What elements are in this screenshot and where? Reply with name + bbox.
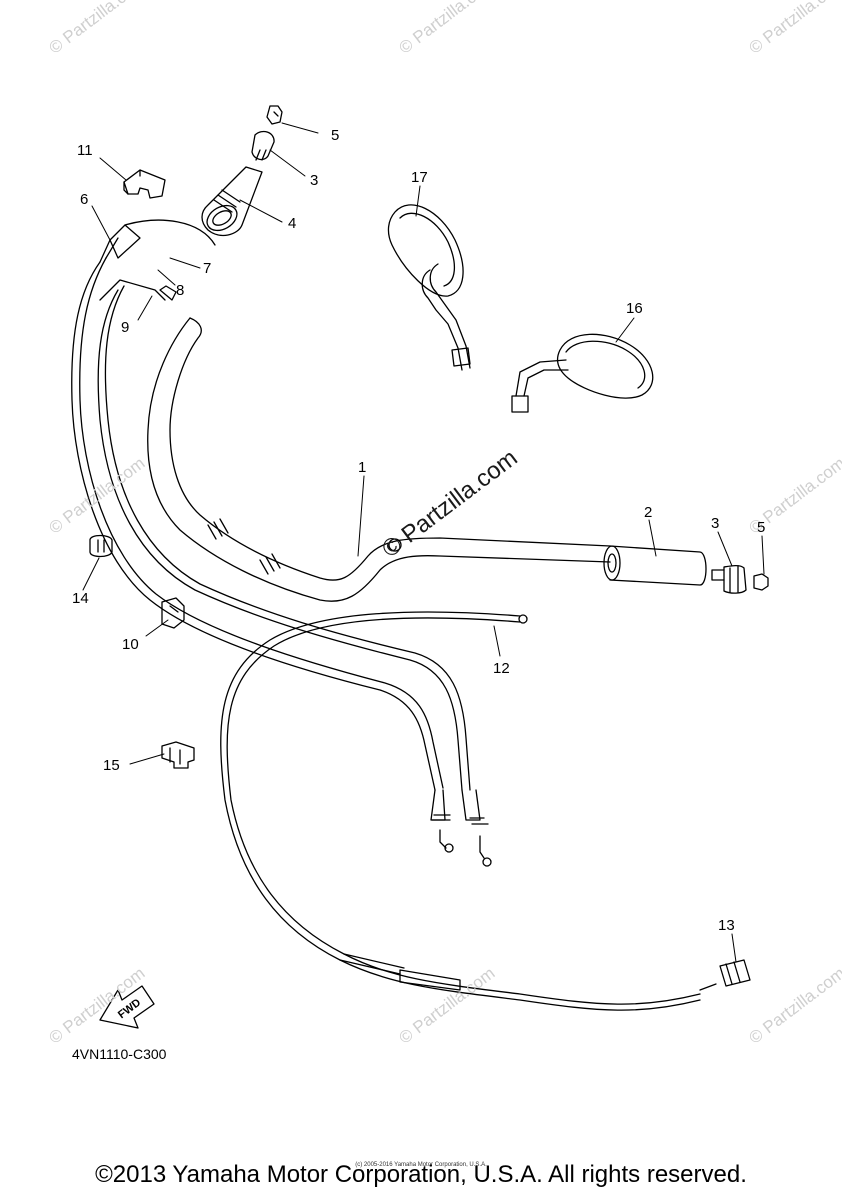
- callout-10: 10: [122, 636, 139, 653]
- leader-lines: [82, 122, 765, 963]
- callout-15: 15: [103, 757, 120, 774]
- clutch-cable: [220, 611, 701, 1011]
- callout-8: 8: [176, 282, 185, 299]
- callout-12: 12: [493, 660, 510, 677]
- callout-6: 6: [80, 191, 89, 208]
- callout-17: 17: [411, 169, 428, 186]
- diagram-code: 4VN1110-C300: [72, 1046, 167, 1062]
- callout-7: 7: [203, 260, 212, 277]
- bar-end-top: [251, 105, 283, 161]
- callout-9: 9: [121, 319, 130, 336]
- switch-13: [699, 959, 751, 991]
- callout-5-right: 5: [757, 519, 766, 536]
- handlebar: [147, 317, 611, 602]
- callout-16: 16: [626, 300, 643, 317]
- callout-14: 14: [72, 590, 89, 607]
- callout-1: 1: [358, 459, 367, 476]
- throttle-grip: [201, 166, 263, 237]
- bar-end-right: [711, 564, 769, 594]
- callout-11: 11: [77, 142, 93, 159]
- fwd-arrow: [99, 985, 155, 1029]
- mirror-17: [387, 204, 471, 371]
- cable-holder-11: [123, 169, 166, 199]
- callout-5: 5: [331, 127, 340, 144]
- throttle-cables: [71, 219, 471, 791]
- callout-4: 4: [288, 215, 297, 232]
- mirror-16: [511, 333, 654, 413]
- grip-right: [603, 545, 707, 586]
- callout-3-right: 3: [711, 515, 720, 532]
- small-copyright: (c) 2005-2016 Yamaha Motor Corporation, …: [355, 1162, 487, 1168]
- callout-3: 3: [310, 172, 319, 189]
- cable-ends: [430, 789, 492, 867]
- copyright: ©2013 Yamaha Motor Corporation, U.S.A. A…: [95, 1161, 747, 1188]
- callout-2: 2: [644, 504, 653, 521]
- callout-13: 13: [718, 917, 735, 934]
- clamps: [89, 534, 195, 769]
